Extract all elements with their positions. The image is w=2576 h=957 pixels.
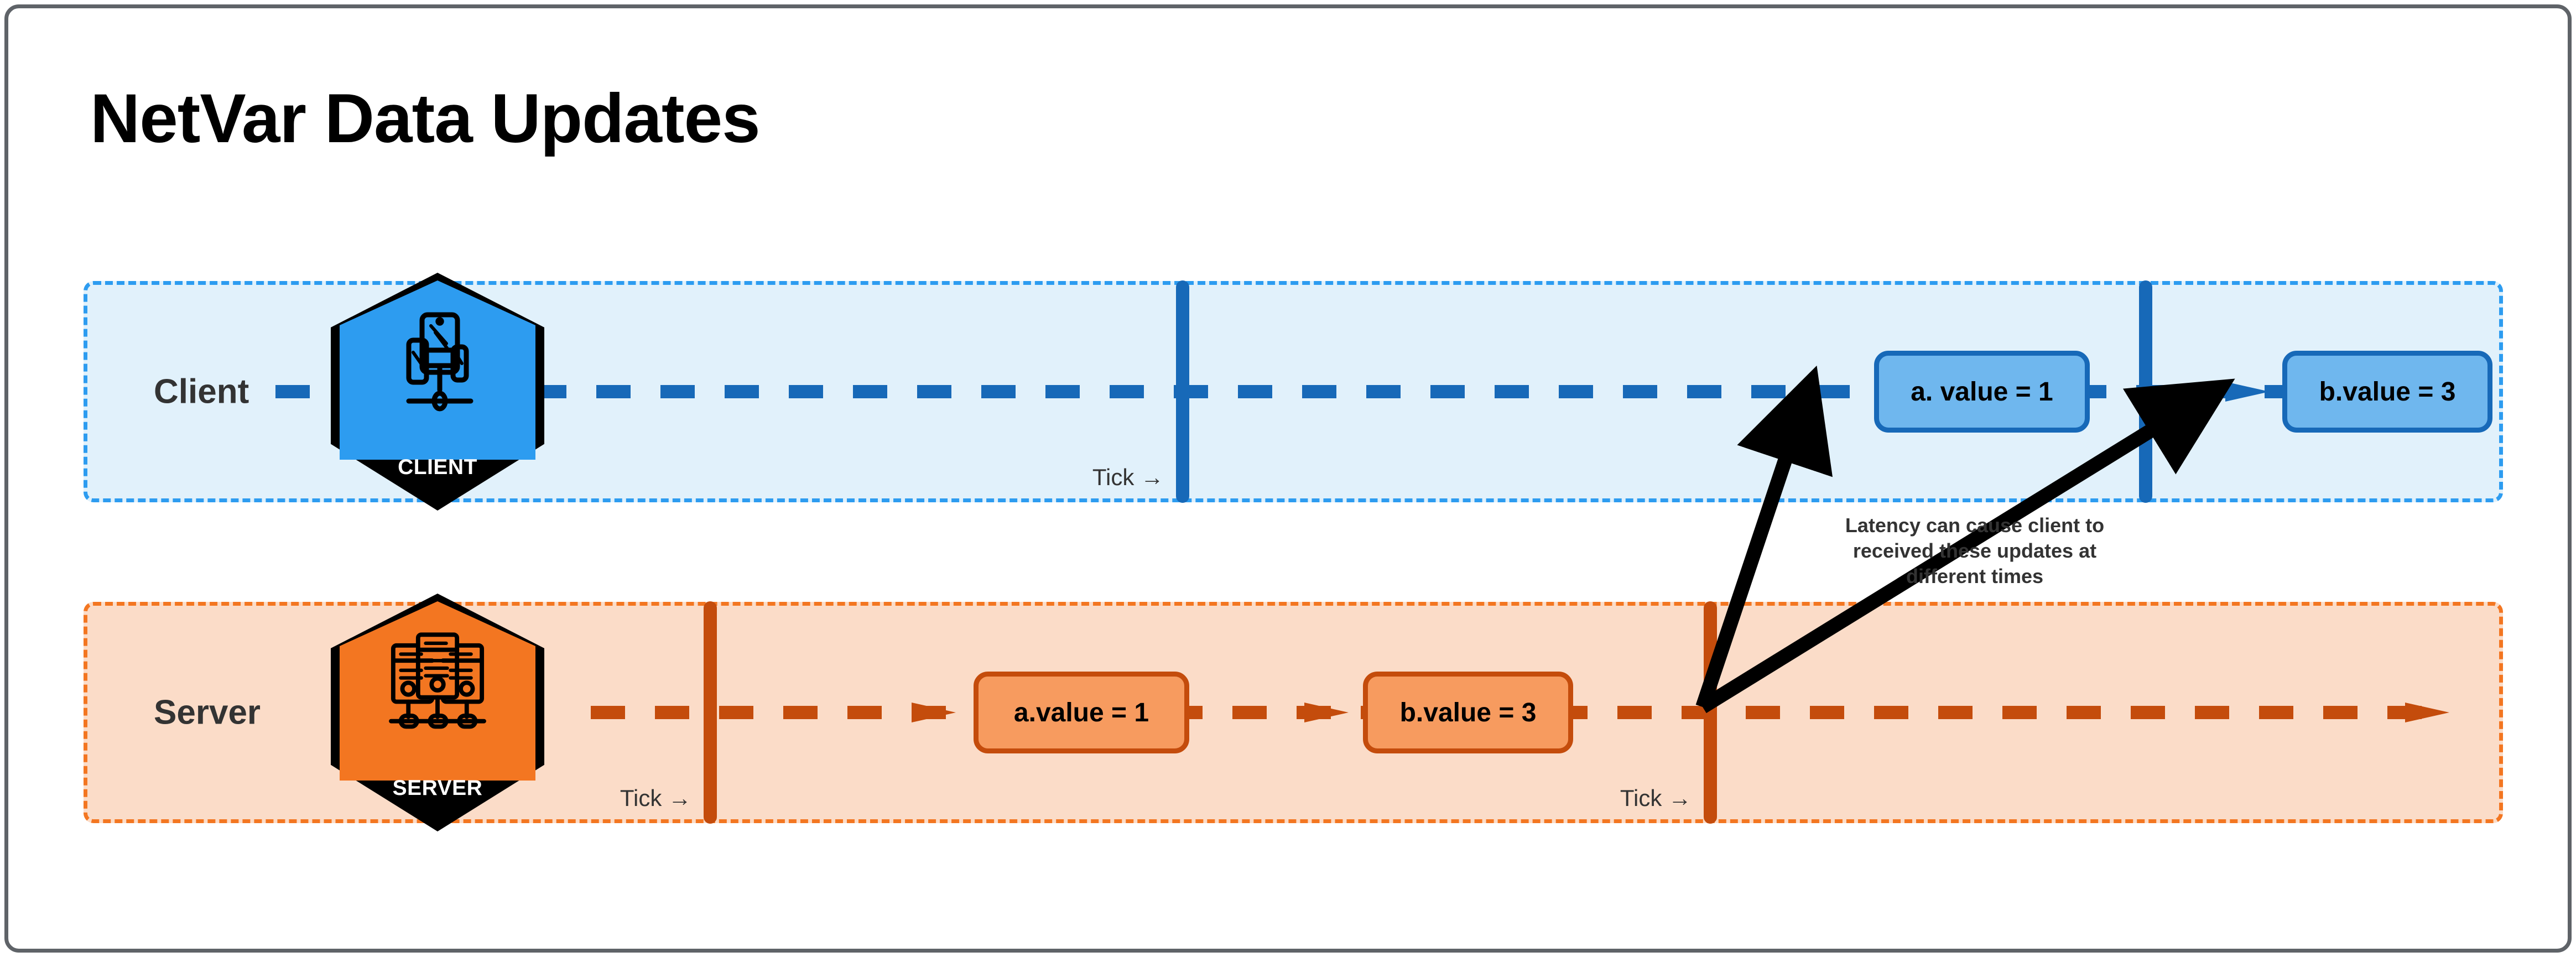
server-badge-caption: SERVER [392, 776, 483, 800]
server-tick-2-label: Tick → [1620, 785, 1692, 811]
client-badge: CLIENT [331, 273, 544, 511]
client-tick-2[interactable] [2139, 280, 2152, 503]
page-title: NetVar Data Updates [90, 80, 761, 157]
server-lane: Server [84, 594, 2503, 831]
client-value-box-a[interactable]: a. value = 1 [1874, 351, 2090, 433]
client-value-box-a-label: a. value = 1 [1911, 377, 2053, 407]
client-badge-caption: CLIENT [398, 455, 477, 479]
server-timeline-end-arrow [2405, 703, 2449, 722]
server-tick-1[interactable]: Tick → [620, 601, 717, 824]
client-tick-1-label: Tick → [1092, 464, 1164, 490]
server-racks-icon [389, 632, 486, 729]
latency-annotation: Latency can cause client to received the… [1845, 514, 2105, 588]
arrow-right-icon: → [1668, 785, 1692, 811]
server-tick-2[interactable]: Tick → [1620, 601, 1717, 824]
arrow-right-icon: → [1141, 464, 1164, 490]
client-tick-1[interactable]: Tick → [1092, 280, 1189, 503]
server-badge: SERVER [331, 594, 544, 831]
client-devices-icon [406, 312, 473, 412]
client-value-box-b[interactable]: b.value = 3 [2282, 351, 2492, 433]
server-value-box-b[interactable]: b.value = 3 [1363, 672, 1573, 753]
server-lane-label: Server [154, 693, 261, 732]
client-lane: Client [84, 273, 2503, 511]
server-tick-1-label: Tick → [620, 785, 691, 811]
client-box-connector-arrow [2225, 382, 2270, 402]
client-value-box-b-label: b.value = 3 [2319, 377, 2456, 407]
client-lane-label: Client [154, 372, 249, 411]
server-arrow-to-box-b [1304, 703, 1349, 722]
diagram-frame: NetVar Data Updates Client [4, 4, 2572, 953]
server-value-box-b-label: b.value = 3 [1399, 698, 1537, 727]
server-value-box-a-label: a.value = 1 [1013, 698, 1149, 727]
server-value-box-a[interactable]: a.value = 1 [974, 672, 1189, 753]
arrow-right-icon: → [668, 785, 691, 811]
server-arrow-to-box-a [912, 703, 956, 722]
